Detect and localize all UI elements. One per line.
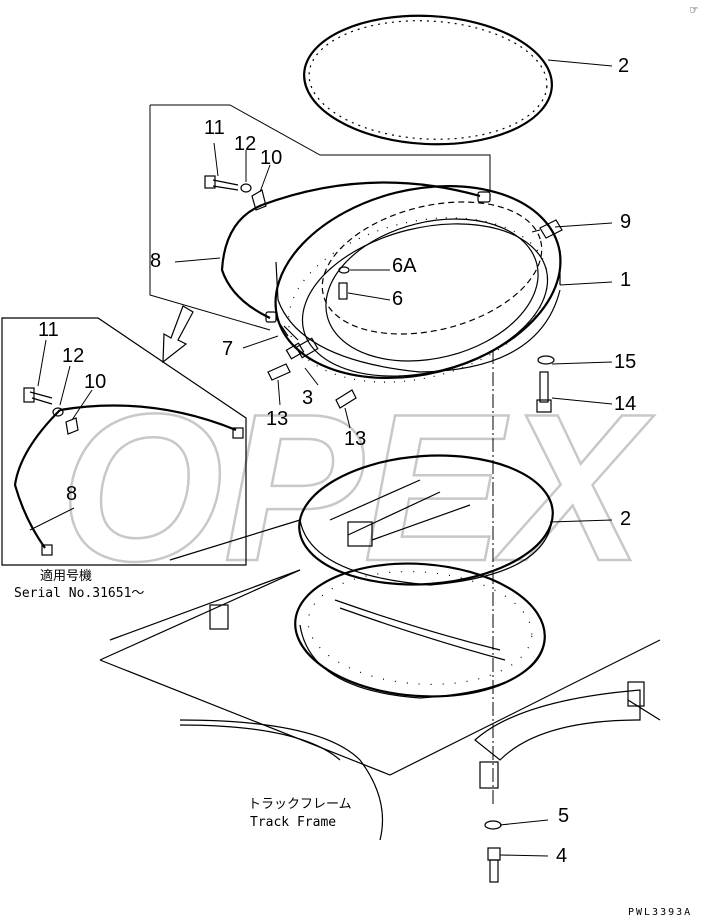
inset-callout-10: 10 <box>84 371 106 393</box>
track-frame <box>99 519 661 841</box>
corner-mark-icon: ☞ <box>690 3 698 18</box>
grease-line-assembly <box>204 175 563 409</box>
callout-5: 5 <box>558 805 569 827</box>
pin-6 <box>338 282 348 300</box>
track-frame-en: Track Frame <box>250 815 336 830</box>
bolt-4 <box>487 847 501 883</box>
callout-15: 15 <box>614 351 636 373</box>
inset-callout-8: 8 <box>66 483 77 505</box>
bracket-outline-left <box>149 105 271 331</box>
inset-note-serial: Serial No.31651～ <box>14 586 144 601</box>
callout-3: 3 <box>302 387 313 409</box>
callout-1: 1 <box>620 269 631 291</box>
callout-2-top: 2 <box>618 55 629 77</box>
leader-lines <box>29 59 613 857</box>
callout-6a: 6A <box>392 255 417 277</box>
inset-panel <box>1 317 247 566</box>
callout-2-bottom: 2 <box>620 508 631 530</box>
bolt-14 <box>536 355 555 413</box>
inset-note-jp: 適用号機 <box>40 568 92 584</box>
bottom-seal-ring <box>209 454 554 630</box>
callout-12: 12 <box>234 133 256 155</box>
bracket-outline <box>150 104 491 190</box>
track-frame-jp: トラックフレーム <box>248 797 352 812</box>
callout-7: 7 <box>222 338 233 360</box>
inset-arrow-icon <box>162 305 194 364</box>
washer-5 <box>484 820 502 830</box>
top-seal-ring <box>303 14 553 146</box>
callout-13-a: 13 <box>266 408 288 430</box>
callout-6: 6 <box>392 288 403 310</box>
callout-14: 14 <box>614 393 636 415</box>
callout-8: 8 <box>150 250 161 272</box>
callout-13-b: 13 <box>344 428 366 450</box>
callout-9: 9 <box>620 211 631 233</box>
dowel-6a <box>338 266 350 274</box>
callout-11: 11 <box>204 117 225 139</box>
callout-4: 4 <box>556 845 567 867</box>
inset-callout-11: 11 <box>38 319 59 341</box>
drawing-code: PWL3393A <box>628 907 692 918</box>
frame-ring <box>294 562 546 699</box>
callout-10: 10 <box>260 147 282 169</box>
swing-circle-bearing <box>274 184 562 383</box>
inset-callout-12: 12 <box>62 345 84 367</box>
